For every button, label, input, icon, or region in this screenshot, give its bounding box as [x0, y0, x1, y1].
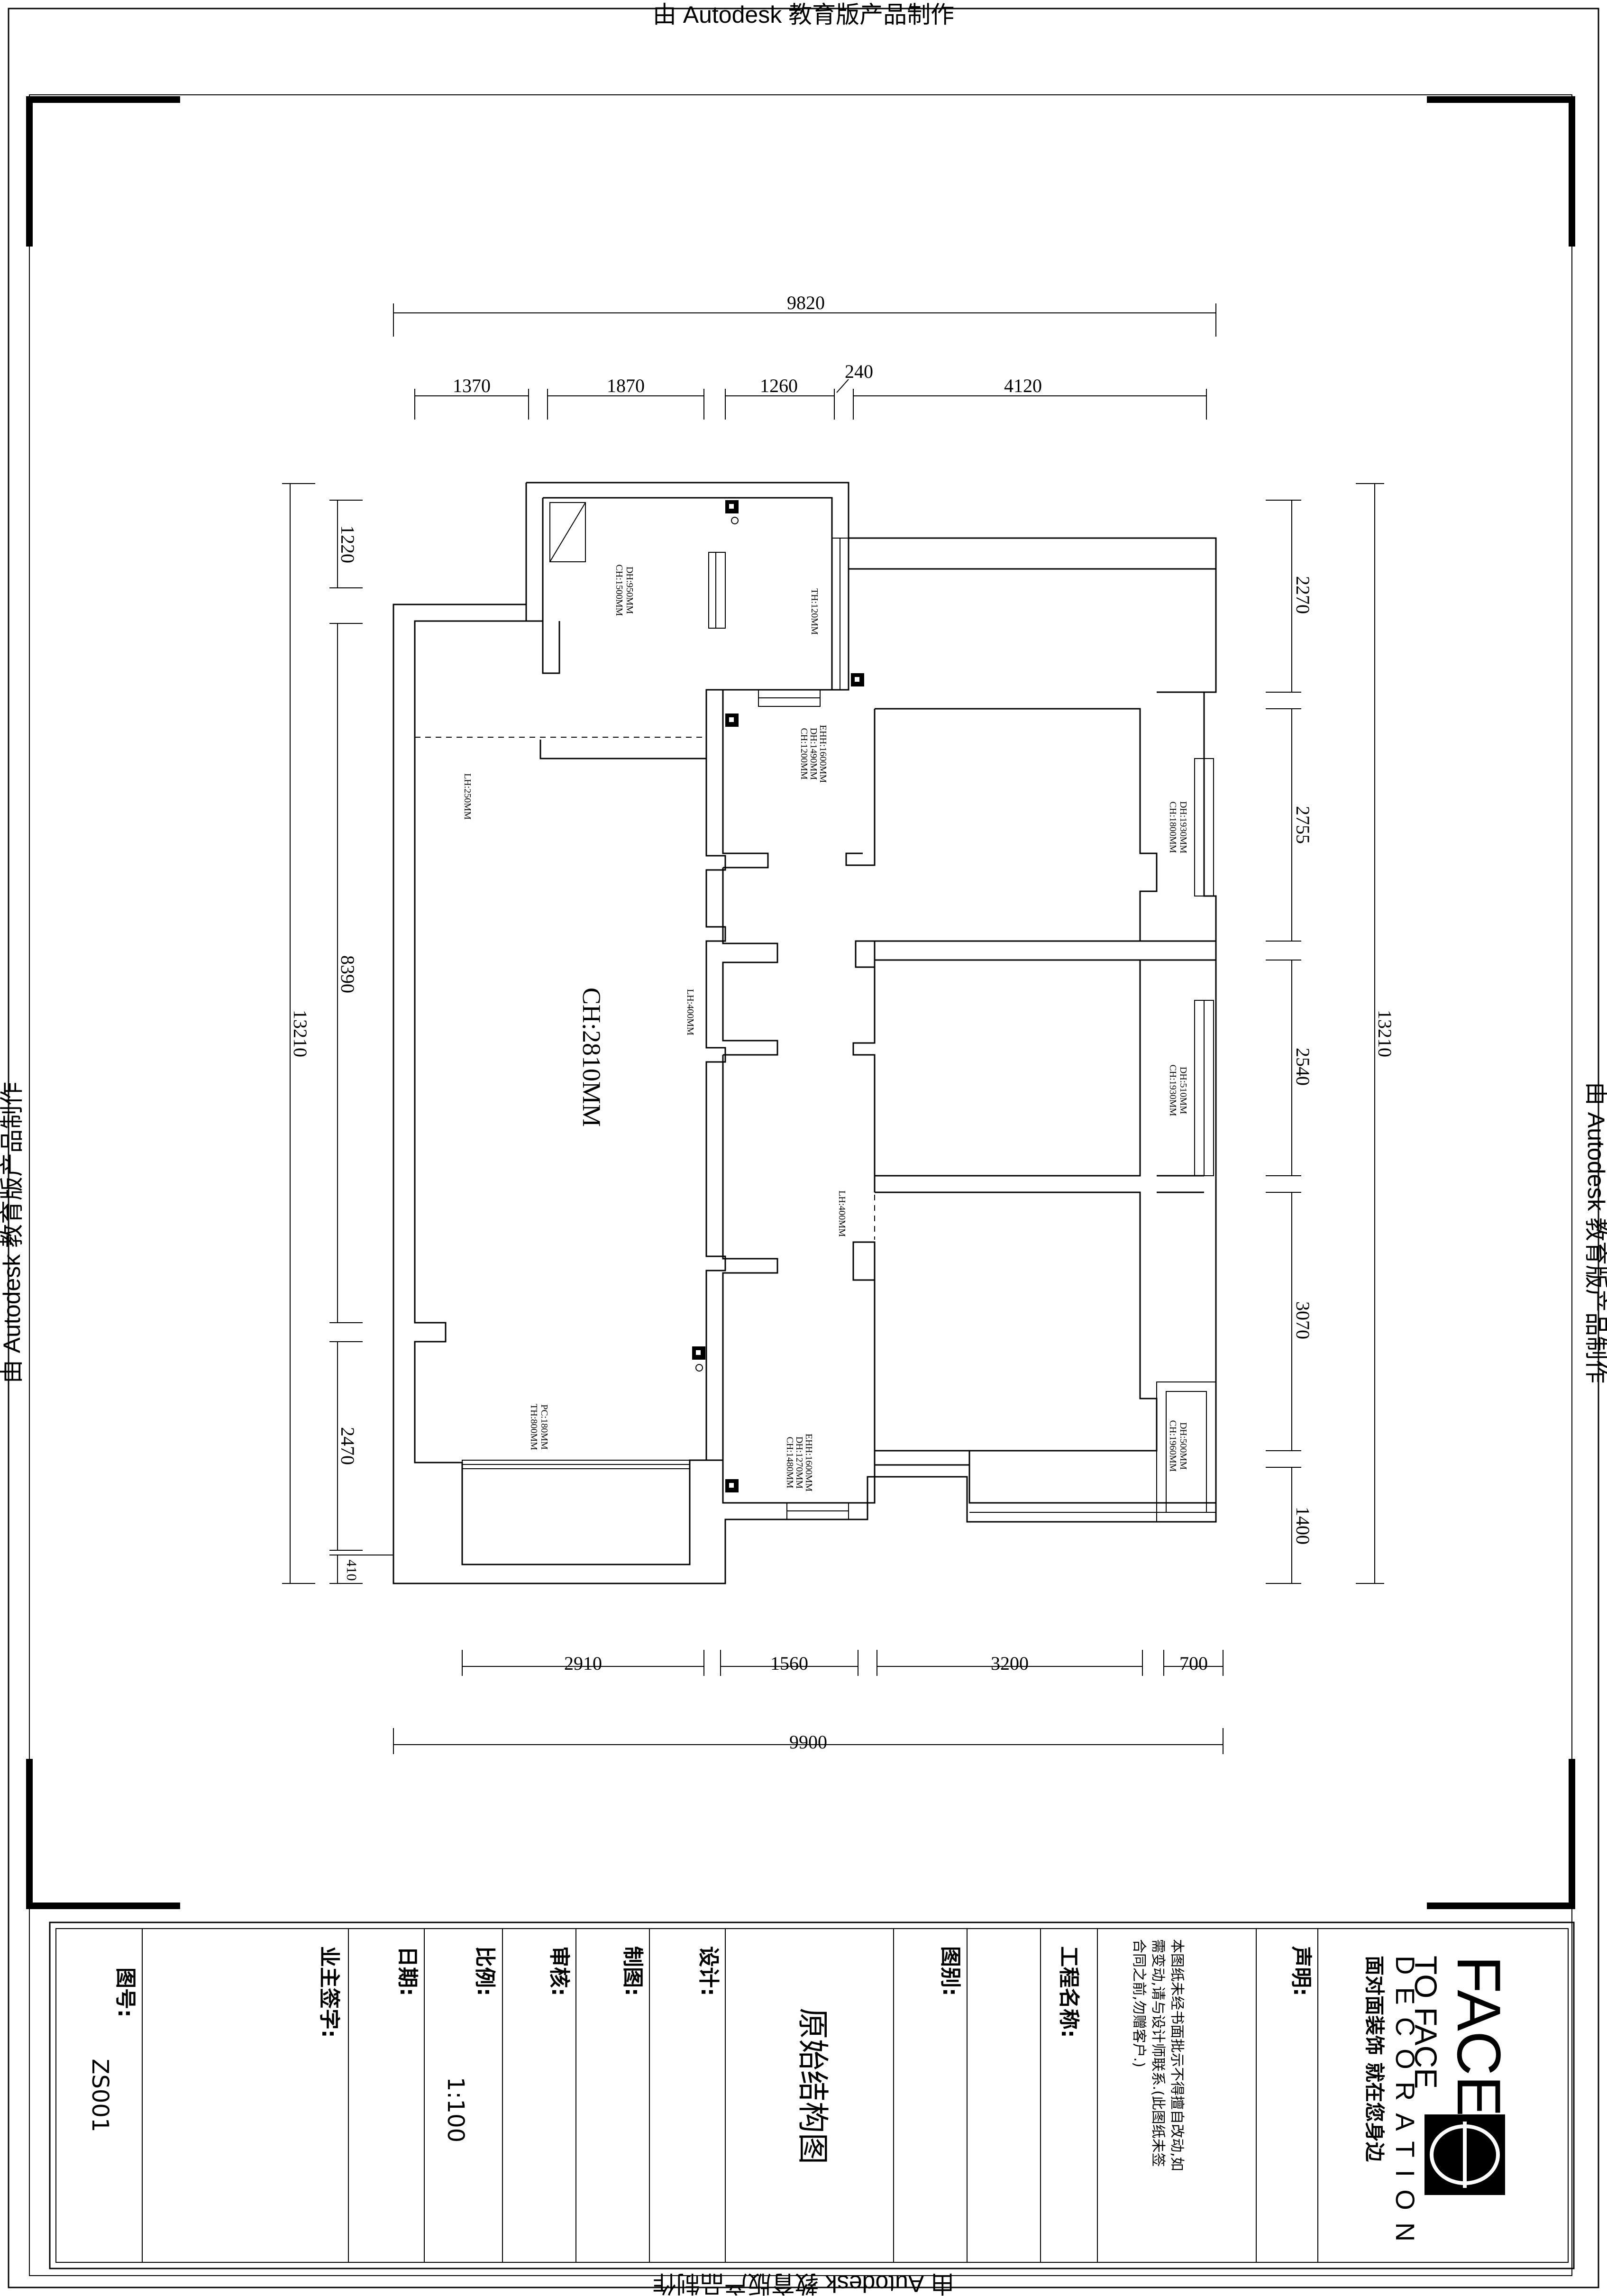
- logo-slogan: 就在您身边: [1363, 2062, 1386, 2162]
- dim-bottom-2: 1560: [770, 1653, 808, 1674]
- corner-marks: [26, 96, 1575, 1909]
- date-label: 日期:: [395, 1946, 420, 1996]
- declaration-label: 声明:: [1289, 1946, 1313, 1996]
- note-balcony-th: TH:120MM: [809, 588, 820, 635]
- dim-right-4: 3070: [1292, 1301, 1314, 1339]
- drawing-title: 原始结构图: [794, 2008, 831, 2164]
- beam-segment: [539, 740, 706, 759]
- note-bath2-ch: CH:1480MM: [785, 1437, 795, 1489]
- dim-top-2: 1870: [607, 375, 645, 396]
- watermark-top: 由 Autodesk 教育版产品制作: [653, 1, 954, 28]
- dim-right-2: 2755: [1292, 806, 1314, 844]
- declaration-line-2: 需变动,请与设计师联系.(此图纸未签: [1150, 1939, 1166, 2167]
- design-label: 设计:: [696, 1946, 721, 1996]
- drawing-frame: [29, 94, 1572, 2276]
- title-block: 图号: ZS001 业主签字: 日期: 比例: 1:100 审核: 制图: 设计…: [49, 1921, 1575, 2269]
- note-bed3-dh: DH:500MM: [1178, 1422, 1188, 1470]
- note-balcony-th2: TH:800MM: [529, 1404, 539, 1450]
- category-label: 图别:: [938, 1946, 962, 1996]
- scale-value: 1:100: [442, 2077, 469, 2142]
- dim-left-2: 8390: [337, 955, 358, 993]
- dim-right-5: 1400: [1292, 1507, 1314, 1545]
- scale-label: 比例:: [473, 1946, 497, 1996]
- dim-right-3: 2540: [1292, 1048, 1314, 1086]
- note-balcony-pc: PC:180MM: [539, 1404, 549, 1450]
- plan-notes: CH:2810MM CH:1500MM DH:950MM TH:120MM CH…: [462, 565, 1188, 1492]
- declaration-line-1: 本图纸未经书面批示不得擅自改动,如: [1169, 1939, 1185, 2171]
- watermark-right: 由 Autodesk 教育版产品制作: [1583, 1082, 1607, 1383]
- dim-top-1: 1370: [453, 375, 491, 396]
- dim-left-overall: 13210: [290, 1010, 311, 1057]
- declaration-line-3: 合同之前,勿赠客户.): [1131, 1939, 1147, 2067]
- note-bed1-ch: CH:1800MM: [1168, 802, 1178, 853]
- logo-face: FACE: [1444, 1956, 1514, 2117]
- note-corridor-lh1: LH:400MM: [685, 989, 695, 1035]
- note-corridor-lh2: LH:400MM: [837, 1190, 847, 1237]
- dim-bottom-overall: 9900: [789, 1731, 827, 1753]
- logo-decoration: DECORATION: [1390, 1956, 1420, 2254]
- note-kitchen-ch: CH:1500MM: [614, 565, 624, 616]
- watermark-left: 由 Autodesk 教育版产品制作: [0, 1082, 25, 1383]
- dim-left-4: 410: [344, 1560, 359, 1581]
- project-label: 工程名称:: [1057, 1946, 1081, 2038]
- kitchen-fixture: [549, 502, 586, 562]
- sheet-border: [8, 8, 1599, 2288]
- beam-lines: [415, 737, 875, 1240]
- drawing-no-value: ZS001: [87, 2059, 113, 2132]
- note-bath2-ehh: EHH:1600MM: [804, 1434, 814, 1491]
- dim-bottom-3: 3200: [991, 1653, 1029, 1674]
- note-bath-ch: CH:1200MM: [799, 728, 809, 780]
- note-bed3-ch: CH:1960MM: [1168, 1420, 1178, 1472]
- dim-top-4: 240: [845, 361, 873, 382]
- note-kitchen-dh: DH:950MM: [624, 567, 635, 614]
- dim-top-overall: 9820: [787, 292, 825, 313]
- dim-left-1: 1220: [337, 525, 358, 563]
- logo-to-face: TO FACE: [1408, 1956, 1443, 2089]
- floor-plan-walls: [393, 482, 1217, 1584]
- dim-bottom-4: 700: [1179, 1653, 1208, 1674]
- drafted-label: 制图:: [621, 1946, 645, 1996]
- dimension-lines: [282, 303, 1384, 1754]
- note-living-lh: LH:250MM: [462, 773, 473, 820]
- note-bath-dh: DH:1490MM: [808, 728, 819, 780]
- dim-top-5: 4120: [1004, 375, 1042, 396]
- note-bed1-dh: DH:1930MM: [1178, 801, 1188, 853]
- dim-bottom-1: 2910: [564, 1653, 602, 1674]
- ceiling-height-label: CH:2810MM: [577, 988, 606, 1127]
- dim-right-overall: 13210: [1374, 1010, 1396, 1057]
- drawing-no-label: 图号:: [113, 1967, 137, 2018]
- logo-cn-name: 面对面装饰: [1363, 1956, 1386, 2055]
- pipe-markers: [692, 500, 864, 1492]
- dimension-labels: 9820 1370 1870 1260 240 4120 2910 1560 3…: [290, 292, 1396, 1753]
- watermark-bottom: 由 Autodesk 教育版产品制作: [653, 2270, 954, 2296]
- note-bed2-ch: CH:1930MM: [1168, 1065, 1178, 1116]
- dim-left-3: 2470: [337, 1427, 358, 1465]
- review-label: 审核:: [547, 1946, 571, 1996]
- company-logo: FACE TO FACE DECORATION 面对面装饰 就在您身边: [1363, 1956, 1514, 2254]
- note-bath2-dh: DH:1270MM: [794, 1436, 804, 1489]
- dim-right-1: 2270: [1292, 576, 1314, 614]
- note-bed2-dh: DH:510MM: [1178, 1067, 1188, 1114]
- note-bath-ehh: EHH:1600MM: [818, 725, 828, 783]
- dim-top-3: 1260: [760, 375, 798, 396]
- owner-sign-label: 业主签字:: [317, 1946, 341, 2038]
- windows: [462, 538, 1216, 1522]
